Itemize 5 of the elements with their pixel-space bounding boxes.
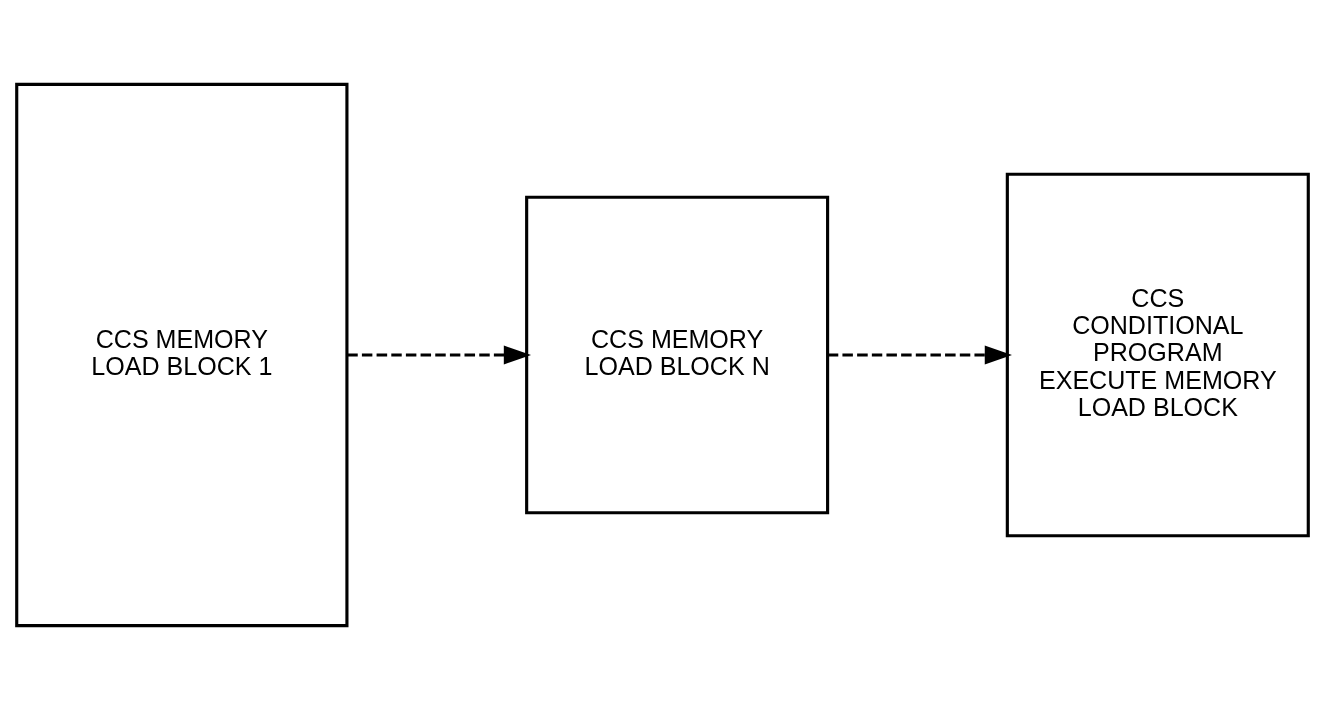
node-box: CCS MEMORY LOAD BLOCK N bbox=[525, 195, 830, 515]
arrow bbox=[347, 345, 532, 365]
arrow bbox=[828, 345, 1012, 365]
node-box: CCS CONDITIONAL PROGRAM EXECUTE MEMORY LOAD BLOCK bbox=[1005, 172, 1310, 538]
node-box: CCS MEMORY LOAD BLOCK 1 bbox=[15, 82, 349, 628]
